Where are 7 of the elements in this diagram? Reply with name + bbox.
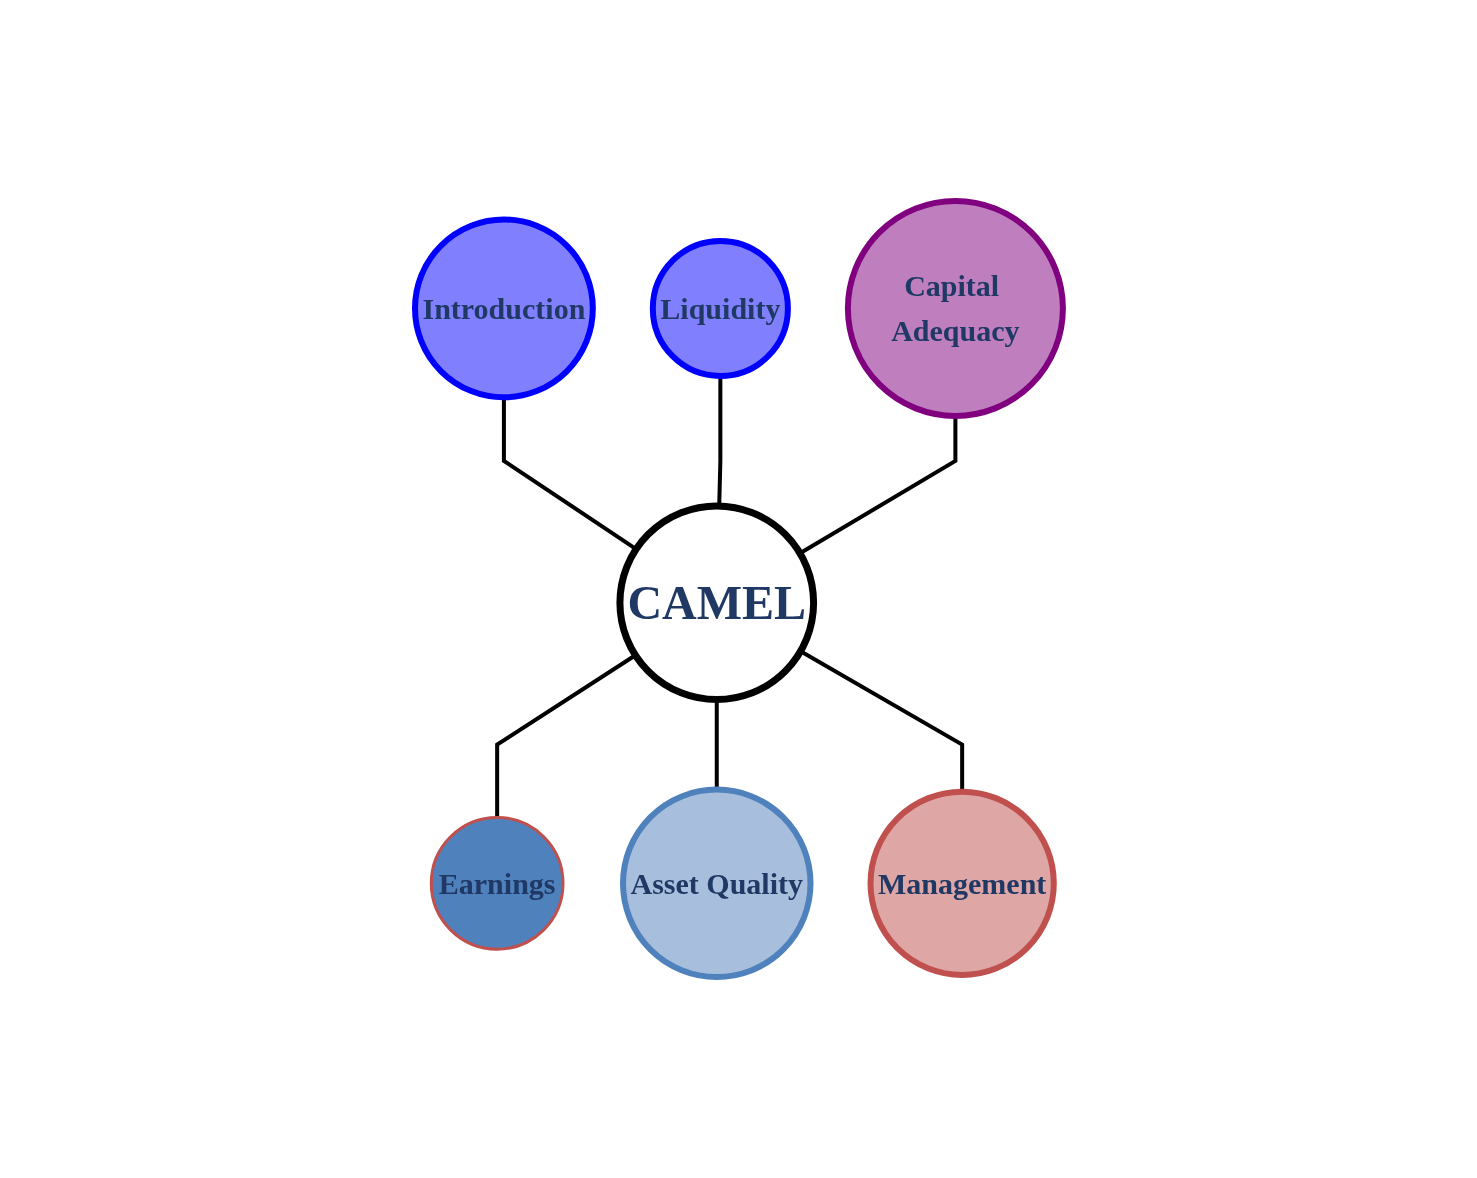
node-circle: Earnings: [429, 816, 565, 951]
node-circle: CAMEL: [615, 502, 817, 704]
node-circle: Asset Quality: [619, 786, 814, 981]
node-circle: Management: [867, 788, 1057, 978]
node-circle: Introduction: [411, 216, 596, 401]
node-circle: Capital Adequacy: [844, 197, 1066, 419]
node-circle: Liquidity: [649, 237, 791, 379]
